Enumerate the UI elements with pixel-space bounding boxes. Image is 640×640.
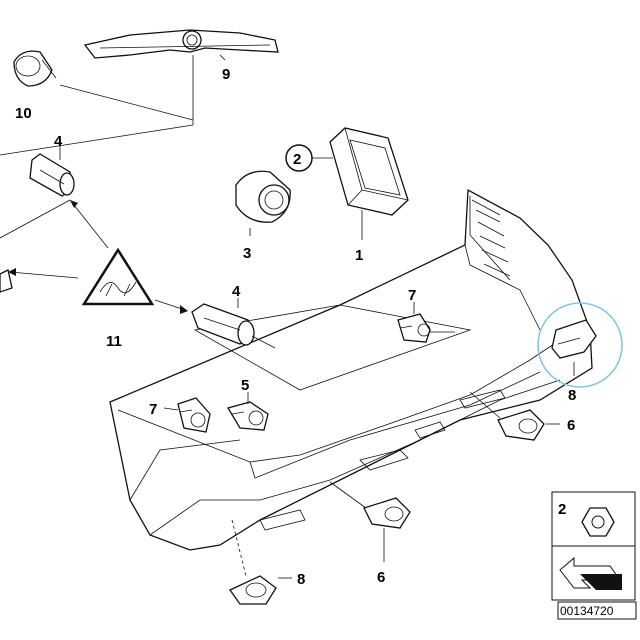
part-6-trim-right [497,409,545,441]
part-9-bracket [83,29,279,59]
callout-9: 9 [222,66,230,83]
part-8-cover-bottom [229,575,277,605]
callout-2: 2 [293,151,301,168]
callout-4-upper: 4 [54,133,63,150]
part-3-connector [235,170,291,223]
highlight-circle [537,302,623,388]
warning-triangle-icon [81,247,155,306]
part-edge-left [0,269,13,293]
callout-5: 5 [241,377,249,394]
callout-1: 1 [355,247,363,264]
part-number-box [557,601,637,620]
callout-4-middle: 4 [232,283,241,300]
part-7-holder-right [397,313,431,343]
part-4-sensor-upper [29,153,75,197]
part-4-sensor-middle [191,303,255,346]
callout-6-right: 6 [567,417,575,434]
part-10-clip [13,50,57,87]
callout-7-right: 7 [408,287,416,304]
callout-11: 11 [106,333,122,350]
part-5-holder [227,401,269,431]
callout-8-bottom: 8 [297,571,305,588]
part-7-holder-left [177,397,211,433]
callout-6-bottom: 6 [377,569,385,586]
callout-10: 10 [15,105,32,122]
part-8-cover-right [551,319,597,359]
legend-callout-2: 2 [558,501,566,518]
legend-box: 2 [551,491,636,601]
rear-bumper [109,188,593,551]
part-1-control-module [329,127,409,216]
part-6-trim-bottom [363,497,411,529]
callout-8-right: 8 [568,387,576,404]
part-number: 00134720 [560,604,614,618]
hex-nut-icon [581,507,615,537]
callout-3: 3 [243,245,251,262]
assembly-arrow-icon [559,556,622,590]
callout-7-left: 7 [149,401,157,418]
